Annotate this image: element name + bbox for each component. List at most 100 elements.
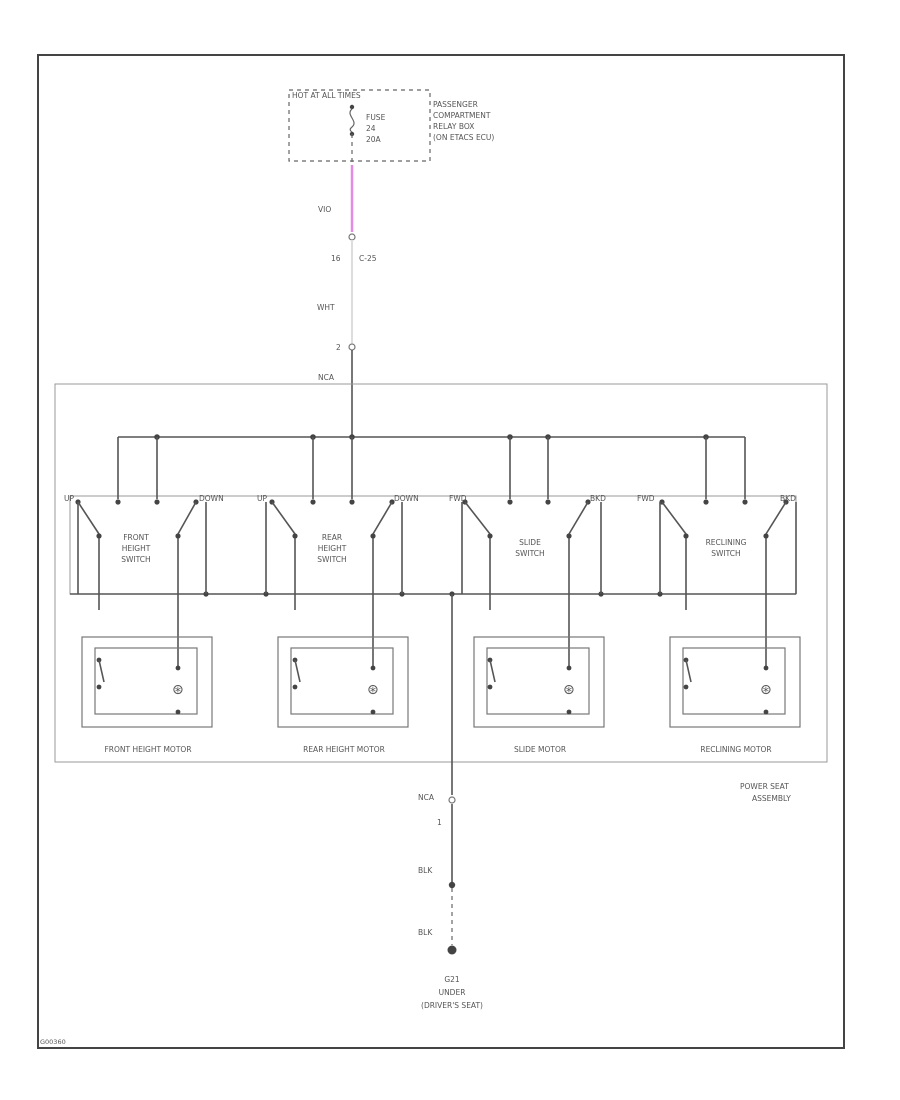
- motor-terminal: [566, 709, 572, 715]
- switch-pivot: [763, 533, 769, 539]
- switch-pos-right: DOWN: [199, 494, 224, 503]
- motor-breaker-contact: [292, 684, 298, 690]
- motor-outer-box: [81, 636, 213, 728]
- fuse-number: 24: [366, 124, 376, 133]
- switch-pos-right: BKD: [780, 494, 796, 503]
- switch-contact: [507, 499, 513, 505]
- motor-breaker: [98, 659, 105, 683]
- wire-color-blk-1: BLK: [418, 866, 433, 875]
- diagram-frame: [37, 54, 845, 1049]
- switch-contact: [703, 499, 709, 505]
- reclining-switch: FWD BKD RECLINING SWITCH: [637, 437, 797, 668]
- connector-nca-pin-2: [348, 343, 356, 351]
- switch-blade-left: [661, 501, 687, 535]
- switch-pos-left: UP: [64, 494, 74, 503]
- switch-pos-right: DOWN: [394, 494, 419, 503]
- motor-label: FRONT HEIGHT MOTOR: [104, 745, 191, 754]
- switch-pos-left: UP: [257, 494, 267, 503]
- front-height-switch: UP DOWN FRONT HEIGHT SWITCH: [64, 437, 224, 668]
- assembly-label-1: POWER SEAT: [740, 782, 789, 791]
- switch-label-2: HEIGHT: [122, 544, 151, 553]
- switch-label-2: HEIGHT: [318, 544, 347, 553]
- motor-inner-loop: [486, 647, 590, 715]
- switch-label-3: SWITCH: [317, 555, 346, 564]
- switch-label-1: RECLINING: [706, 538, 747, 547]
- wire-color-wht: WHT: [317, 303, 335, 312]
- motor-terminal: [763, 709, 769, 715]
- motor-terminal: [370, 709, 376, 715]
- motor-breaker: [294, 659, 301, 683]
- motor-terminal: [175, 709, 181, 715]
- power-seat-assembly-outline: [54, 383, 828, 763]
- hot-at-all-times-label: HOT AT ALL TIMES: [292, 91, 361, 100]
- fuse-symbol: [349, 108, 355, 133]
- splice-dot: [448, 881, 456, 889]
- fuse-box: [288, 89, 431, 162]
- ground-pin: 1: [437, 818, 442, 827]
- switch-pos-right: BKD: [590, 494, 606, 503]
- motor-inner-loop: [682, 647, 786, 715]
- motor-label: SLIDE MOTOR: [514, 745, 566, 754]
- pin-2-label: 2: [336, 343, 341, 352]
- motor-symbol: ⊛: [367, 682, 379, 698]
- fuse-rating: 20A: [366, 135, 382, 144]
- relay-box-location-4: (ON ETACS ECU): [433, 133, 494, 142]
- switch-pivot: [487, 533, 493, 539]
- switch-blade-left: [271, 501, 296, 535]
- ground-point-g21: [447, 945, 457, 955]
- connector-c25-pin: [348, 233, 356, 241]
- assembly-label-2: ASSEMBLY: [752, 794, 791, 803]
- wire-color-vio: VIO: [318, 205, 331, 214]
- switch-label-1: REAR: [322, 533, 342, 542]
- ground-desc-2: (DRIVER'S SEAT): [421, 1001, 483, 1010]
- relay-box-location-1: PASSENGER: [433, 100, 478, 109]
- motor-symbol: ⊛: [760, 682, 772, 698]
- switch-pivot: [292, 533, 298, 539]
- motor-terminal: [763, 665, 769, 671]
- switch-contact: [349, 499, 355, 505]
- wire-color-blk-2: BLK: [418, 928, 433, 937]
- switch-blade-right: [765, 501, 787, 535]
- relay-box-location-3: RELAY BOX: [433, 122, 474, 131]
- ground-connector: NCA: [418, 793, 435, 802]
- motor-inner-loop: [94, 647, 198, 715]
- motor-breaker-contact: [96, 684, 102, 690]
- ground-desc-1: UNDER: [439, 988, 466, 997]
- rear-height-switch: UP DOWN REAR HEIGHT SWITCH: [257, 437, 419, 668]
- motor-terminal: [566, 665, 572, 671]
- motor-breaker-contact: [683, 684, 689, 690]
- relay-box-location-2: COMPARTMENT: [433, 111, 491, 120]
- switch-label-3: SWITCH: [121, 555, 150, 564]
- switch-contact: [742, 499, 748, 505]
- fuse-label: FUSE: [366, 113, 386, 122]
- reclining-motor: ⊛ RECLINING MOTOR: [669, 636, 801, 754]
- rear-height-motor: ⊛ REAR HEIGHT MOTOR: [277, 636, 409, 754]
- motor-breaker: [489, 659, 496, 683]
- switch-label-1: FRONT: [123, 533, 149, 542]
- switch-pivot: [370, 533, 376, 539]
- motor-label: RECLINING MOTOR: [700, 745, 771, 754]
- switch-pivot: [96, 533, 102, 539]
- switch-blade-left: [464, 501, 491, 535]
- switch-contact: [310, 499, 316, 505]
- switch-pivot: [175, 533, 181, 539]
- slide-motor: ⊛ SLIDE MOTOR: [473, 636, 605, 754]
- pin-2-connector: NCA: [318, 373, 335, 382]
- connector-pin-16: 16: [331, 254, 341, 263]
- motor-outer-box: [669, 636, 801, 728]
- switch-blade-right: [568, 501, 589, 535]
- motor-terminal: [370, 665, 376, 671]
- motor-breaker-contact: [487, 684, 493, 690]
- switch-blade-right: [372, 501, 393, 535]
- motor-outer-box: [277, 636, 409, 728]
- motor-symbol: ⊛: [172, 682, 184, 698]
- switch-label-1: SLIDE: [519, 538, 541, 547]
- fuse-terminal-top: [349, 104, 355, 110]
- motor-breaker: [685, 659, 692, 683]
- switch-label-2: SWITCH: [515, 549, 544, 558]
- switch-pos-left: FWD: [449, 494, 467, 503]
- motor-label: REAR HEIGHT MOTOR: [303, 745, 385, 754]
- motor-outer-box: [473, 636, 605, 728]
- switch-label-2: SWITCH: [711, 549, 740, 558]
- switch-contact: [545, 499, 551, 505]
